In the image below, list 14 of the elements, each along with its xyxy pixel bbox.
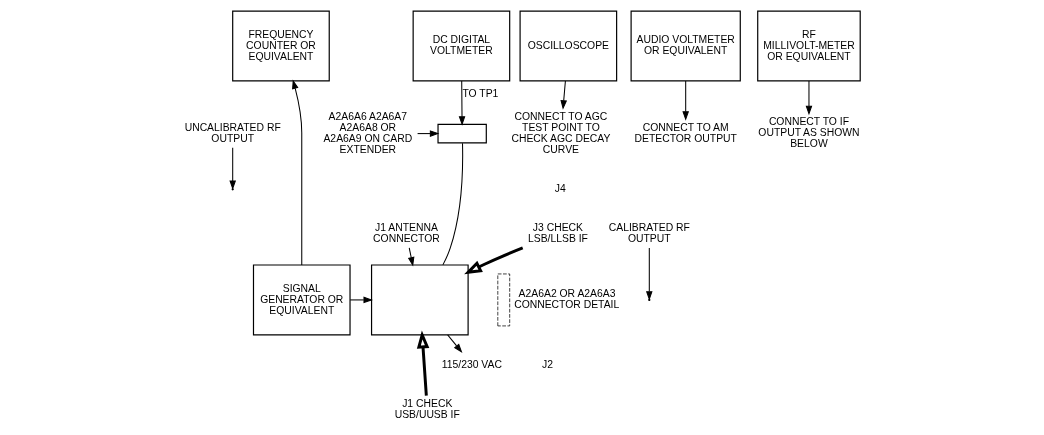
node-text: J3 CHECK LSB/LLSB IF bbox=[527, 222, 588, 245]
node-text: J2 bbox=[541, 359, 553, 371]
node-text: 115/230 VAC bbox=[441, 359, 502, 371]
node-text: A2A6A6 A2A6A7 A2A6A8 OR A2A6A9 ON CARD EXTENDER bbox=[322, 110, 412, 156]
node-text: CONNECT TO AM DETECTOR OUTPUT bbox=[633, 121, 737, 144]
node-text: J4 bbox=[554, 183, 566, 195]
node-text: CALIBRATED RF OUTPUT bbox=[608, 222, 690, 245]
node-label: A2A6A2 OR A2A6A3 CONNECTOR DETAIL bbox=[513, 288, 619, 311]
node-text: J1 CHECK USB/UUSB IF bbox=[394, 398, 460, 421]
node-text: UNCALIBRATED RF OUTPUT bbox=[184, 121, 281, 144]
edge-label: TO TP1 bbox=[461, 88, 498, 100]
node-text: CONNECT TO AGC TEST POINT TO CHECK AGC DECAY CURVE bbox=[510, 110, 610, 156]
node-text: CONNECT TO IF OUTPUT AS SHOWN BELOW bbox=[757, 116, 860, 150]
node-text: J1 ANTENNA CONNECTOR bbox=[372, 222, 440, 245]
